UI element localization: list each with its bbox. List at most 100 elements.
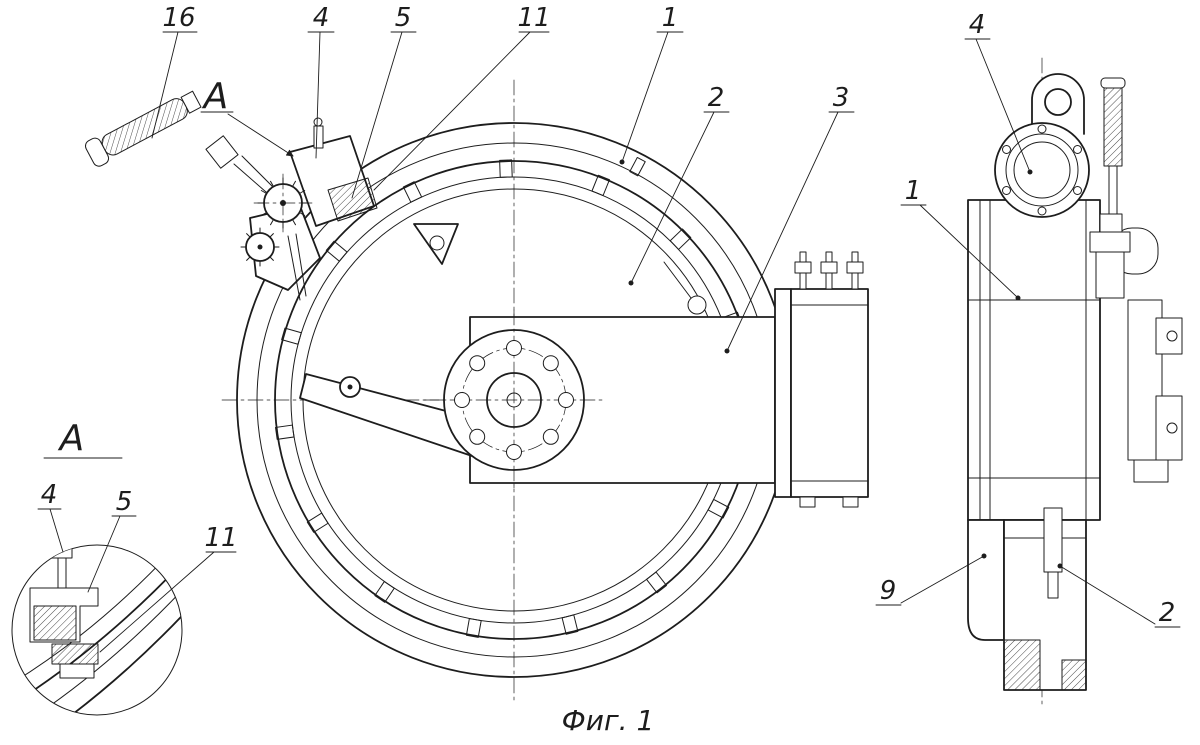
rim-slot <box>402 181 423 203</box>
flange-bolt-hole <box>1037 206 1047 216</box>
hub-bolt-hole <box>558 392 574 408</box>
drive-gear <box>253 173 313 233</box>
side-handle-grip <box>1103 85 1123 167</box>
hub-bolt-hole <box>506 444 522 460</box>
side-view <box>967 57 1183 706</box>
callout-front-4: 4 <box>313 3 330 33</box>
handle-cap <box>85 137 110 167</box>
callout-side-4: 4 <box>969 10 986 40</box>
flange-bolt-hole <box>1073 186 1082 195</box>
callout-detail-11: 11 <box>204 523 237 553</box>
rim-slot <box>275 424 295 440</box>
drive-shaft <box>233 163 267 193</box>
gear-teeth <box>240 227 280 267</box>
leader-front-5 <box>351 31 403 199</box>
rim-slot <box>646 571 667 594</box>
side-lug-hole <box>1044 88 1072 116</box>
leader-front-1 <box>621 31 669 163</box>
side-pin-2-tip <box>1047 571 1059 599</box>
hub-bolt-hole <box>454 392 470 408</box>
rim-slots <box>275 159 743 638</box>
rim-slot <box>499 159 513 178</box>
pawl-rod <box>287 235 301 301</box>
front-view <box>221 79 869 703</box>
callout-16: 16 <box>162 3 195 33</box>
callout-front-1: 1 <box>662 3 679 33</box>
leader-lines <box>37 31 1181 653</box>
labels: 16 A 4 5 11 1 2 3 A 4 5 11 4 1 9 2 Фиг. … <box>41 3 1176 737</box>
callout-front-11: 11 <box>517 3 550 33</box>
flange-bolt-hole <box>1002 186 1011 195</box>
rim-slot <box>374 581 395 603</box>
flange-bolt-hole <box>1037 124 1047 134</box>
flange-foot <box>842 496 859 508</box>
callout-side-9: 9 <box>880 576 897 606</box>
leader-front-3 <box>726 111 839 352</box>
handle-collar <box>180 90 202 114</box>
rim-slot <box>707 498 730 519</box>
section-hatch <box>1061 659 1087 691</box>
rim-slot <box>465 618 482 638</box>
flange-bolt-hole <box>1073 145 1082 154</box>
section-hatch <box>1003 639 1041 691</box>
hub-bolt-hole <box>469 428 486 445</box>
rim-slot <box>561 614 579 635</box>
leader-detail-5 <box>87 515 121 593</box>
side-pin-2 <box>1043 507 1063 573</box>
hub-bolt-hole <box>506 340 522 356</box>
hub-flange <box>423 309 605 491</box>
rim-slot <box>281 327 302 345</box>
side-body <box>967 199 1101 521</box>
leader-side-4 <box>975 38 1031 173</box>
callout-side-1: 1 <box>905 176 922 206</box>
detail-clamp <box>29 547 99 679</box>
rim-slot <box>325 240 348 262</box>
leader-front-4 <box>315 31 321 159</box>
callout-side-2: 2 <box>1159 598 1176 628</box>
side-rim-lower <box>967 519 1005 641</box>
rim-slot <box>591 174 610 196</box>
callout-front-3: 3 <box>833 83 850 113</box>
universal-joint <box>205 135 239 169</box>
handle-grip <box>101 98 188 156</box>
hub-bolt-hole <box>469 355 486 372</box>
rim-slot <box>306 512 329 533</box>
leader-16 <box>151 31 179 139</box>
hub-bolt-hole <box>542 355 559 372</box>
leader-detail-4 <box>49 508 64 553</box>
callout-front-2: 2 <box>708 83 725 113</box>
detail-clamp-block <box>33 605 77 641</box>
flange-bolt <box>794 251 812 290</box>
detail-view-a <box>11 544 183 716</box>
pawl-rod <box>295 233 307 297</box>
flange-bolt <box>820 251 838 290</box>
detail-pad-shoe <box>59 663 95 679</box>
detail-a-title: A <box>58 418 85 459</box>
rim-slot <box>669 228 692 250</box>
leader-detail-11 <box>99 551 215 653</box>
callout-detail-4: 4 <box>41 480 58 510</box>
leader-front-11 <box>373 31 531 191</box>
flange-foot <box>799 496 816 508</box>
housing-pin <box>313 125 324 149</box>
callout-detail-5: 5 <box>116 487 133 517</box>
view-a-marker: A <box>202 76 229 117</box>
leader-front-2 <box>630 111 715 284</box>
view-a-arrow <box>227 113 294 157</box>
figure-caption: Фиг. 1 <box>562 704 655 737</box>
clamp-block <box>327 177 378 222</box>
side-clamp-stack <box>1089 213 1183 483</box>
side-handle-cap <box>1100 77 1126 89</box>
upper-bracket-hole <box>429 235 445 251</box>
idler-gear <box>240 227 280 267</box>
detail-bolt-shank <box>57 557 67 589</box>
ring-pin <box>687 295 707 315</box>
leader-side-9 <box>900 555 985 604</box>
handle-16 <box>85 90 202 167</box>
leader-side-1 <box>919 204 1019 299</box>
hub-bolt-hole <box>542 428 559 445</box>
flange-bolt-hole <box>1002 145 1011 154</box>
drive-shaft <box>241 155 273 187</box>
